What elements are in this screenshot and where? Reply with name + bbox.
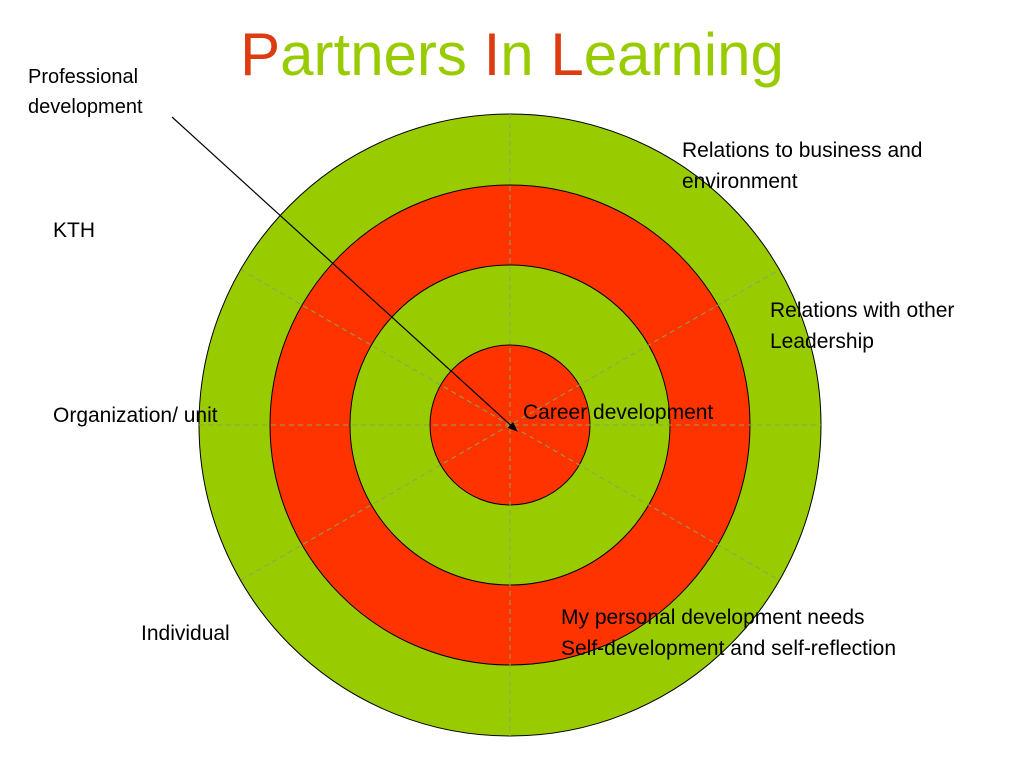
title-word-rest-3: earning [583,21,784,88]
label-professional-line1: Professional [28,66,139,88]
label-relations-business-line2: environment [682,170,798,193]
label-relations-business-line1: Relations to business and [682,139,923,162]
label-individual: Individual [141,622,230,645]
slide-title: Partners In Learning [0,20,1024,90]
label-kth: KTH [53,219,95,242]
title-word-rest-2: n [500,21,534,88]
label-professional-line2: development [28,96,143,118]
label-relations-business: Relations to business and environment [682,135,923,197]
label-relations-leadership-line2: Leadership [770,330,874,353]
title-initial-i: I [483,21,501,88]
label-personal-development: My personal development needs Self-devel… [561,602,896,664]
label-professional-development: Professional development [28,62,143,122]
label-relations-leadership: Relations with other Leadership [770,295,954,357]
label-personal-line2: Self-development and self-reflection [561,637,897,660]
title-initial-l: L [550,21,584,88]
label-organization-unit: Organization/ unit [53,404,218,427]
pointer-arrow [171,116,518,432]
label-personal-line1: My personal development needs [561,606,865,629]
title-initial-p: P [240,21,281,88]
label-career-development: Career development [523,401,714,424]
label-relations-leadership-line1: Relations with other [770,299,955,322]
title-word-rest-1: artners [280,21,467,88]
